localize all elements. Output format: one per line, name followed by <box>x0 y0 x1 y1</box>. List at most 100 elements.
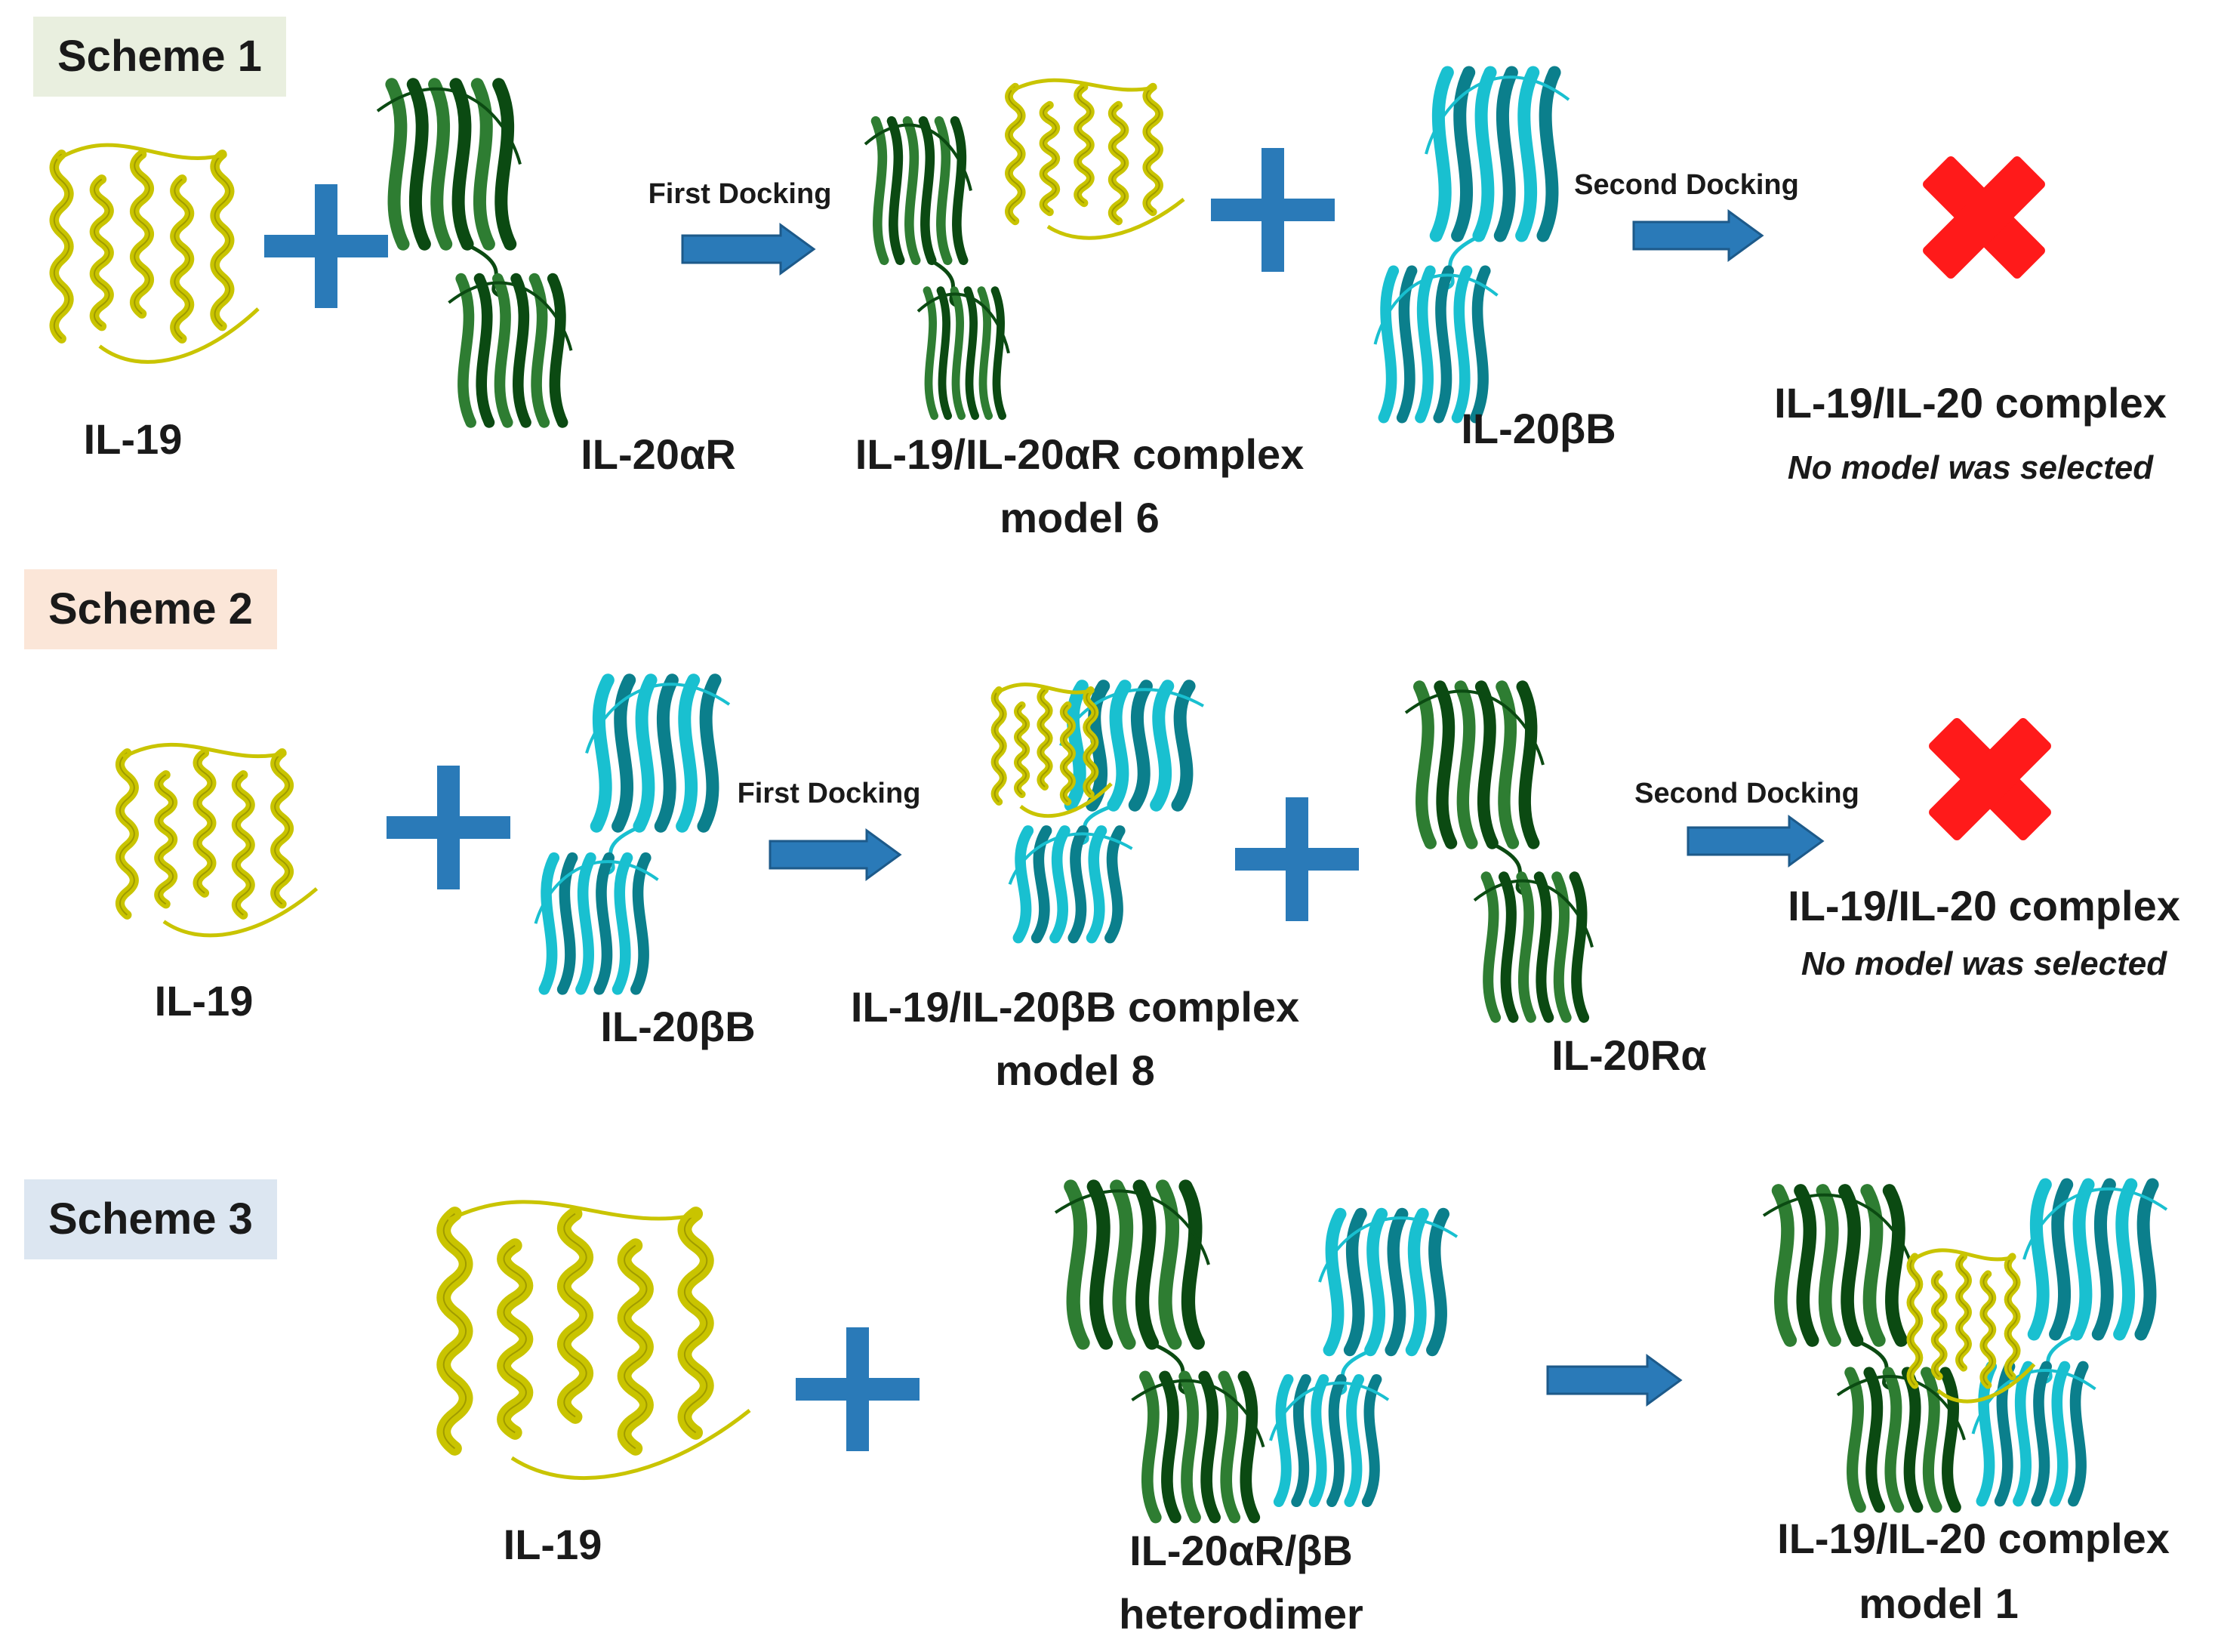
helix-outline <box>1017 704 1027 795</box>
beta-strand <box>593 852 615 995</box>
beta-strand <box>1470 265 1491 424</box>
receptor-loop <box>1054 1189 1210 1265</box>
helix-outline <box>1958 1256 1969 1369</box>
scheme-3-plus <box>796 1327 920 1451</box>
helix <box>210 149 235 331</box>
helix-outline <box>1111 104 1126 222</box>
beta-strand <box>492 78 517 251</box>
beta-strand <box>1533 871 1554 1023</box>
beta-strand <box>1413 680 1437 849</box>
helix <box>129 149 155 319</box>
beta-strand <box>1150 680 1175 812</box>
beta-strand <box>1480 871 1502 1023</box>
beta-strand <box>1064 1179 1090 1350</box>
scheme-1-il19-structure <box>49 143 260 364</box>
scheme-2-plus-2 <box>1235 797 1359 921</box>
scheme-2-result-note: No model was selected <box>1801 945 2167 982</box>
helix-outline <box>174 178 190 340</box>
ligand-loop <box>122 742 319 938</box>
scheme-3-il19-structure <box>436 1200 751 1481</box>
beta-strand <box>1067 825 1089 944</box>
beta-strand <box>990 286 1006 421</box>
scheme-2-alpha-receptor-structure <box>1404 680 1594 1023</box>
helix <box>231 770 255 920</box>
scheme-2-second-docking-arrow <box>1687 815 1825 868</box>
scheme-2-il19-label: IL-19 <box>154 977 254 1025</box>
helix-outline <box>1008 86 1023 222</box>
scheme-1-first-docking-arrow <box>681 223 816 276</box>
beta-strand <box>1291 1373 1311 1508</box>
scheme-1-alpha-receptor-structure <box>376 78 573 428</box>
scheme-1-title: Scheme 1 <box>33 17 286 97</box>
beta-strand <box>2113 1178 2138 1341</box>
scheme-2-complex-label: IL-19/IL-20βB complex <box>850 983 1300 1031</box>
helix <box>1005 82 1026 226</box>
helix <box>154 770 178 909</box>
helix-outline <box>53 153 70 340</box>
beta-strand <box>1344 1373 1365 1508</box>
scheme-2-second-docking-label: Second Docking <box>1634 778 1859 809</box>
helix-outline <box>274 752 291 905</box>
beta-strand <box>633 673 658 833</box>
beta-strand <box>950 286 966 421</box>
beta-strand <box>470 78 495 251</box>
plus-sign-icon <box>1261 148 1284 272</box>
beta-strand <box>1496 680 1520 849</box>
helix-outline <box>134 153 150 315</box>
beta-strand <box>2031 1361 2052 1507</box>
red-cross-icon <box>1923 156 2045 279</box>
beta-strand <box>1429 66 1454 242</box>
beta-strand <box>697 673 722 833</box>
scheme-2-complex-ligand <box>990 683 1113 818</box>
helix-outline <box>119 752 135 916</box>
beta-strand <box>1361 1373 1382 1508</box>
helix <box>89 174 114 331</box>
beta-strand <box>1107 680 1132 812</box>
beta-strand <box>1396 265 1418 424</box>
scheme-1-alpha-receptor-label: IL-20αR <box>581 430 736 478</box>
beta-strand <box>1515 66 1540 242</box>
beta-strand <box>1516 680 1540 849</box>
scheme-1-first-docking-label: First Docking <box>648 178 832 210</box>
receptor-loop <box>864 123 972 191</box>
receptor-loop <box>916 292 1010 354</box>
beta-strand <box>918 116 937 266</box>
beta-strand <box>1569 871 1590 1023</box>
beta-strand <box>1405 1207 1429 1357</box>
helix-outline <box>442 1213 467 1450</box>
scheme-3-complex-beta <box>1971 1178 2168 1507</box>
beta-strand <box>1049 825 1070 944</box>
ligand-loop <box>1010 78 1185 240</box>
scheme-2-plus-1 <box>387 766 510 889</box>
beta-strand <box>1378 265 1400 424</box>
beta-strand <box>1364 1207 1388 1357</box>
scheme-1-plus-2 <box>1211 148 1335 272</box>
helix-outline <box>1062 704 1073 803</box>
beta-strand <box>1863 1367 1885 1513</box>
helix <box>49 149 74 344</box>
beta-strand <box>1994 1361 2016 1507</box>
beta-strand <box>886 116 905 266</box>
scheme-3-heterodimer-beta <box>1269 1207 1459 1508</box>
beta-strand <box>1343 1207 1367 1357</box>
scheme-1-il19-label: IL-19 <box>83 415 183 463</box>
scheme-3-heterodimer-label: IL-20αR/βB <box>1129 1527 1353 1574</box>
beta-strand <box>1451 66 1476 242</box>
beta-strand <box>492 273 513 428</box>
receptor-loop <box>1008 832 1133 885</box>
receptor-loop <box>534 860 659 924</box>
beta-strand <box>923 286 938 421</box>
beta-strand <box>2068 1361 2089 1507</box>
beta-strand <box>630 852 652 995</box>
scheme-2-red-cross <box>1929 718 2051 840</box>
receptor-loop <box>1473 879 1594 948</box>
scheme-1-plus-1 <box>264 184 388 308</box>
beta-strand <box>902 116 921 266</box>
beta-strand <box>449 78 474 251</box>
scheme-3-heterodimer-alpha <box>1054 1179 1265 1524</box>
scheme-2-result-label: IL-19/IL-20 complex <box>1788 882 2180 929</box>
beta-strand <box>963 286 979 421</box>
beta-strand <box>528 273 550 428</box>
beta-strand <box>406 78 431 251</box>
